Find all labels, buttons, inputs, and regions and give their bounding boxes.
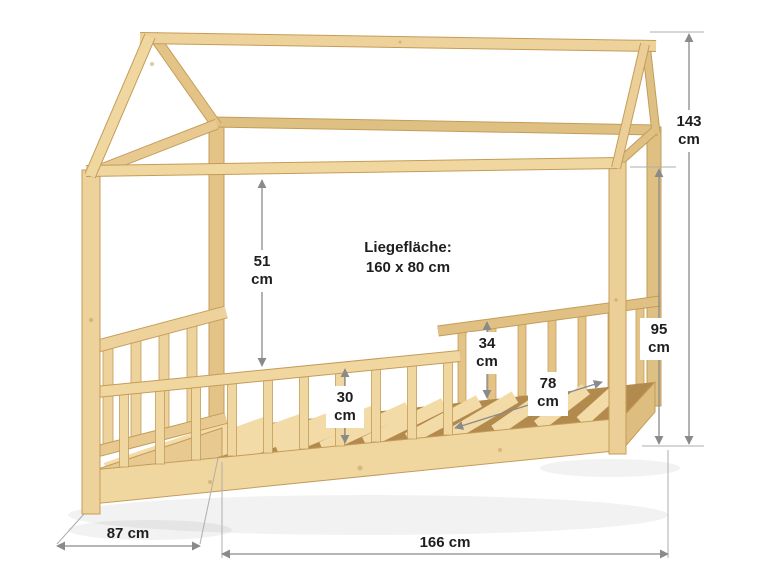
ridge-beam [139,32,657,52]
dimension-78-unit: cm [537,393,559,410]
front-posts [81,161,627,515]
dimension-143-unit: cm [678,131,700,148]
dimension-30: 30 cm [326,368,364,444]
surface-label-line2: 160 x 80 cm [366,259,450,276]
roof-rear-beams [148,31,661,168]
dimension-95-unit: cm [648,339,670,356]
dimension-34: 34 cm [468,321,506,399]
dimension-30-unit: cm [334,407,356,424]
dimension-95: 95 cm [630,166,678,445]
dimension-51-unit: cm [251,271,273,288]
dimension-87-label: 87 cm [107,525,150,542]
wood-knots [88,40,618,484]
dimension-143-value: 143 [676,113,701,130]
dimension-30-value: 30 [337,389,354,406]
dimension-143: 143 cm [642,31,711,447]
dimension-87: 87 cm [56,457,219,551]
dimension-95-value: 95 [651,321,668,338]
dimension-51-value: 51 [254,253,271,270]
dimension-34-unit: cm [476,353,498,370]
dimension-34-value: 34 [479,335,496,352]
surface-label: Liegefläche: 160 x 80 cm [364,239,452,276]
dimension-78-value: 78 [540,375,557,392]
ground-shadow [68,459,680,540]
dimension-annotations: 143 cm 95 cm 51 cm 34 cm [56,31,711,559]
dimension-166: 166 cm [221,450,669,559]
dimension-51: 51 cm [242,179,282,367]
roof-front-beams [84,33,650,179]
dimension-166-label: 166 cm [420,534,471,551]
surface-label-line1: Liegefläche: [364,239,452,256]
dimension-78: 78 cm [454,372,603,430]
